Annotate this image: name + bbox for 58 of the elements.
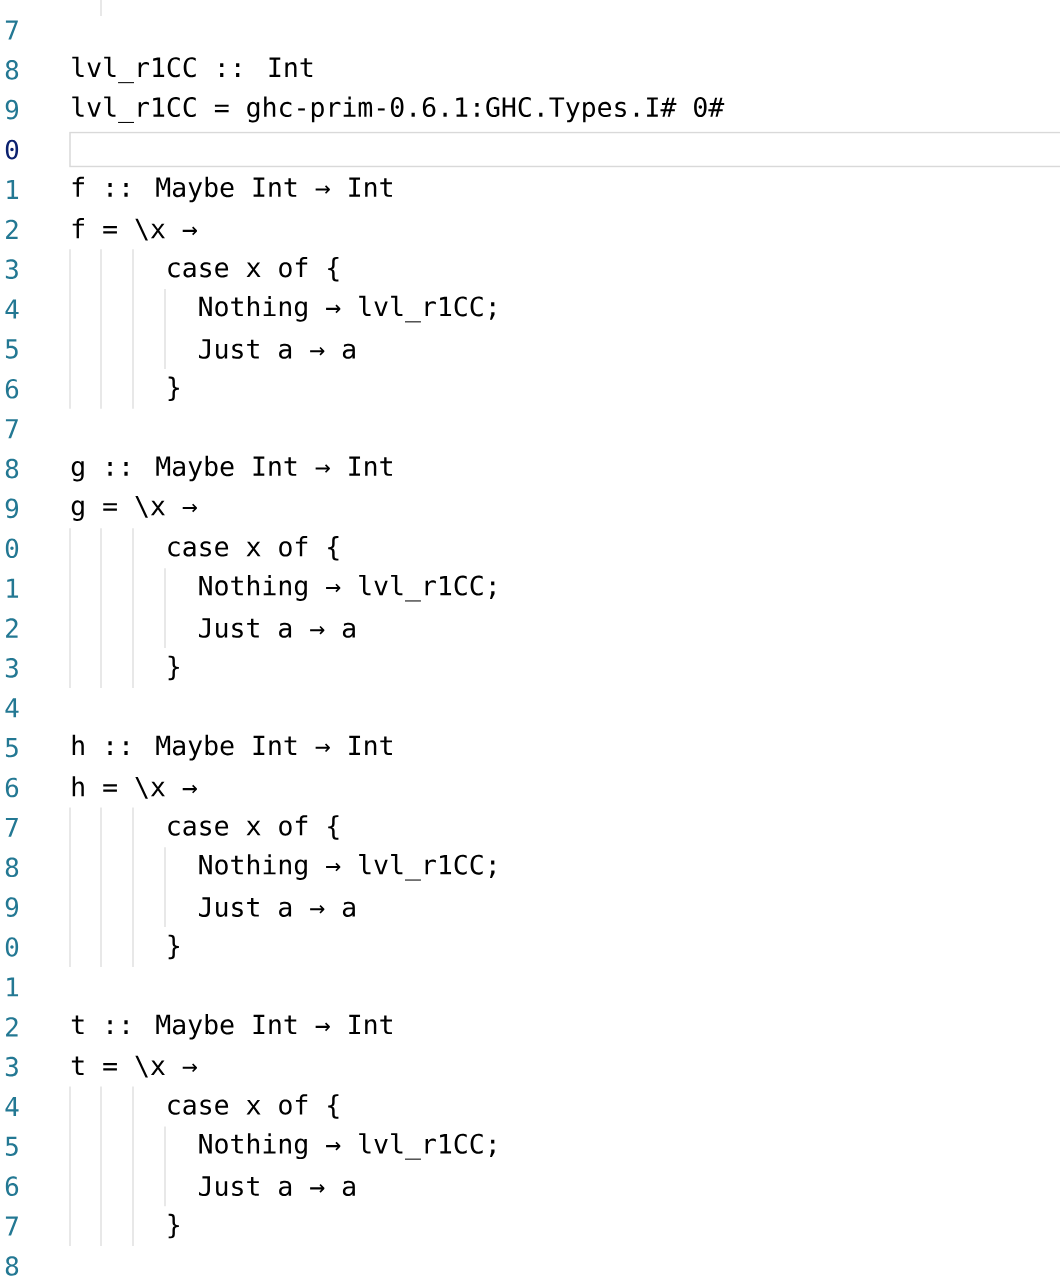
code-line: Nothing → lvl_r1CC; [199, 574, 495, 602]
code-line: Just a → a [199, 897, 355, 917]
line-number: 9 [5, 498, 19, 519]
code-line: t = \x → [71, 1055, 197, 1078]
code-line: case x of { [168, 256, 339, 282]
code-line: Nothing → lvl_r1CC; [199, 1133, 495, 1160]
line-number: 7 [5, 1216, 18, 1236]
code-line: f :: Maybe Int → Int [72, 176, 392, 203]
line-number: 3 [5, 1056, 18, 1077]
line-number: 2 [6, 618, 18, 638]
line-number: 2 [6, 219, 18, 239]
line-number: 0 [5, 139, 19, 160]
line-number: 0 [5, 937, 19, 957]
code-line: lvl_r1CC = ghc-prim-0.6.1:GHC.Types.I# 0# [72, 96, 725, 123]
code-line: h :: Maybe Int → Int [72, 734, 392, 761]
line-number: 9 [5, 897, 19, 917]
code-line: Just a → a [199, 618, 355, 638]
line-number: 7 [5, 419, 18, 439]
line-number: 4 [5, 299, 19, 319]
line-number: 3 [5, 658, 18, 678]
line-number: 1 [7, 977, 19, 997]
line-number: 2 [6, 1017, 18, 1037]
line-number: 1 [7, 180, 19, 199]
code-line: Nothing → lvl_r1CC; [199, 854, 495, 881]
line-number: 1 [7, 578, 19, 598]
code-line: f = \x → [72, 218, 197, 241]
line-number: 5 [5, 738, 18, 758]
line-number: 7 [5, 817, 18, 837]
line-number: 9 [5, 99, 19, 120]
code-line: Nothing → lvl_r1CC; [199, 295, 495, 323]
code-line: } [168, 934, 179, 960]
code-line: lvl_r1CC :: Int [72, 56, 313, 84]
code-line: } [168, 655, 179, 681]
code-line: Just a → a [199, 339, 355, 359]
line-number: 8 [5, 1256, 19, 1276]
code-line: } [168, 376, 179, 402]
line-number: 0 [5, 538, 19, 559]
line-number: 8 [5, 60, 19, 80]
line-number: 6 [5, 1176, 19, 1196]
code-line: Just a → a [199, 1176, 355, 1197]
line-number: 6 [5, 378, 19, 399]
code-line: case x of { [168, 1094, 339, 1119]
line-number: 5 [5, 339, 18, 359]
line-number: 5 [5, 1136, 18, 1157]
line-number: 8 [5, 458, 19, 479]
line-number: 8 [5, 857, 19, 878]
code-line: t :: Maybe Int → Int [71, 1013, 392, 1040]
code-line: g = \x → [71, 495, 197, 521]
code-line: case x of { [168, 536, 339, 561]
code-line: g :: Maybe Int → Int [71, 455, 392, 482]
line-number: 7 [5, 20, 18, 40]
line-number: 4 [5, 698, 19, 718]
line-number: 3 [5, 259, 18, 279]
line-number: 6 [5, 777, 19, 798]
line-number: 4 [5, 1097, 19, 1116]
code-line: h = \x → [72, 776, 197, 799]
code-line: case x of { [168, 815, 339, 840]
code-line: } [168, 1213, 179, 1239]
